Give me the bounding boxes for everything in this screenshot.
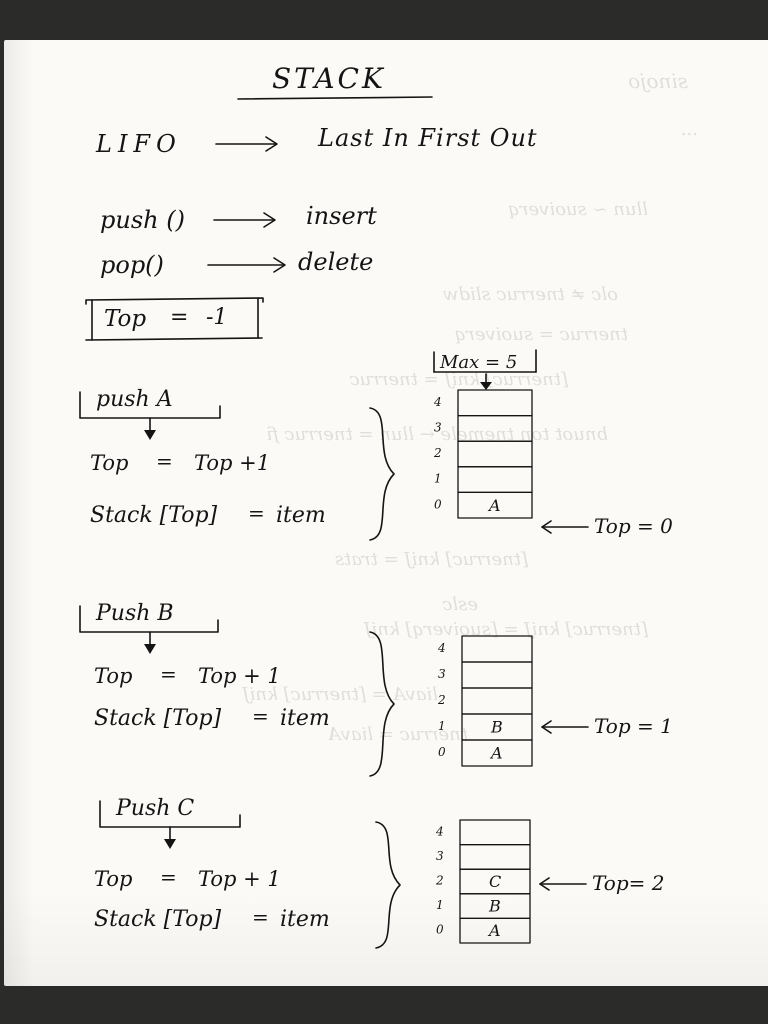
stack-cell-value: A (487, 921, 501, 940)
stack-cell (461, 739, 533, 767)
eq2-equals: = (252, 905, 269, 929)
step-heading: Push B (95, 601, 174, 626)
initial-top-value: -1 (206, 305, 227, 330)
eq1-left: Top (94, 867, 132, 891)
stack-cell (457, 440, 533, 468)
eq2-left: Stack [Top] (90, 503, 218, 528)
arrow-down-icon (164, 839, 176, 849)
arrow-left-icon (539, 877, 550, 891)
stack-cell (461, 635, 533, 663)
eq2-right: item (280, 907, 330, 932)
stack-index: 4 (437, 641, 446, 655)
page-title: STACK (272, 62, 386, 95)
arrow-down-icon (144, 644, 156, 654)
stack-cell (459, 917, 531, 944)
stack-index: 0 (436, 923, 444, 937)
title-underline (237, 96, 433, 100)
top-pointer-label: Top= 2 (592, 871, 664, 895)
initial-top-box: Top = -1 (85, 297, 264, 341)
push-step: Push B Top = Top + 1 Stack [Top] = item 4 3 2B 1A 0… (79, 601, 673, 777)
eq2-equals: = (248, 501, 265, 525)
step-heading: push A (96, 387, 173, 412)
initial-top-eq: = (170, 305, 188, 330)
stack-cell-value: A (487, 496, 501, 515)
heading-bracket (79, 605, 219, 633)
arrow-right-icon (213, 212, 276, 228)
stack-cell (459, 819, 531, 846)
step-heading: Push C (115, 796, 194, 821)
arrow-down-icon (144, 430, 156, 440)
eq2-left: Stack [Top] (94, 706, 222, 731)
stack-cell (459, 843, 531, 870)
eq1-right: Top + 1 (198, 867, 281, 891)
lifo-meaning: Last In First Out (317, 124, 538, 152)
eq2-right: item (280, 706, 330, 731)
stack-cell-value: C (489, 872, 501, 891)
arrow-down-icon (480, 382, 492, 390)
eq1-right: Top +1 (194, 451, 270, 475)
stack-index: 2 (435, 873, 444, 887)
stack-cell (457, 491, 533, 519)
stack-index: 0 (434, 497, 442, 511)
eq1-left: Top (90, 451, 128, 475)
eq1-equals: = (160, 865, 177, 889)
stack-cell-value: B (490, 718, 503, 737)
push-step: push A Top = Top +1 Stack [Top] = item 4 3 2 1A 0To… (79, 387, 673, 541)
eq2-right: item (276, 503, 326, 528)
stack-index: 3 (438, 667, 446, 681)
eq2-equals: = (252, 704, 269, 728)
lifo-term: LIFO (95, 130, 182, 158)
stack-index: 1 (438, 719, 446, 733)
initial-top-label: Top (104, 306, 146, 332)
stack-index: 3 (434, 420, 442, 434)
stack-cell (461, 661, 533, 689)
stack-index: 0 (438, 745, 446, 759)
eq1-equals: = (160, 662, 177, 686)
top-pointer-label: Top = 1 (594, 714, 673, 738)
stack-cell-value: B (488, 897, 501, 916)
eq1-right: Top + 1 (198, 664, 281, 688)
eq1-left: Top (94, 664, 132, 688)
stack-index: 2 (433, 446, 442, 460)
stack-index: 3 (436, 849, 444, 863)
arrow-left-icon (541, 720, 552, 734)
stack-cell (457, 414, 533, 442)
op-push-meaning: insert (306, 202, 377, 230)
brace (375, 821, 401, 949)
stack-cell (457, 389, 533, 417)
op-push-name: push () (100, 206, 185, 234)
brace (369, 631, 395, 777)
stack-cell (457, 466, 533, 494)
arrow-right-icon (215, 136, 278, 152)
stack-array: 4 3 2 1A 0 (433, 389, 533, 519)
arrow-left-icon (541, 520, 552, 534)
arrow-right-icon (207, 257, 286, 273)
stack-index: 4 (435, 824, 444, 838)
op-pop-name: pop() (100, 251, 164, 279)
top-pointer-label: Top = 0 (594, 514, 673, 538)
push-step: Push C Top = Top + 1 Stack [Top] = item 4 3C 2B 1A… (94, 796, 664, 949)
stack-index: 2 (437, 693, 446, 707)
stack-cell (461, 687, 533, 715)
stack-cell-value: A (489, 744, 503, 763)
max-label-box: Max = 5 (433, 349, 537, 390)
op-pop-meaning: delete (298, 248, 373, 276)
eq2-left: Stack [Top] (94, 907, 222, 932)
max-label: Max = 5 (439, 352, 517, 373)
stack-index: 1 (434, 472, 442, 486)
stack-array: 4 3C 2B 1A 0 (435, 819, 531, 944)
stack-index: 1 (436, 898, 444, 912)
brace (369, 407, 395, 541)
stack-index: 4 (433, 395, 442, 409)
stack-array: 4 3 2B 1A 0 (437, 635, 533, 767)
eq1-equals: = (156, 449, 173, 473)
